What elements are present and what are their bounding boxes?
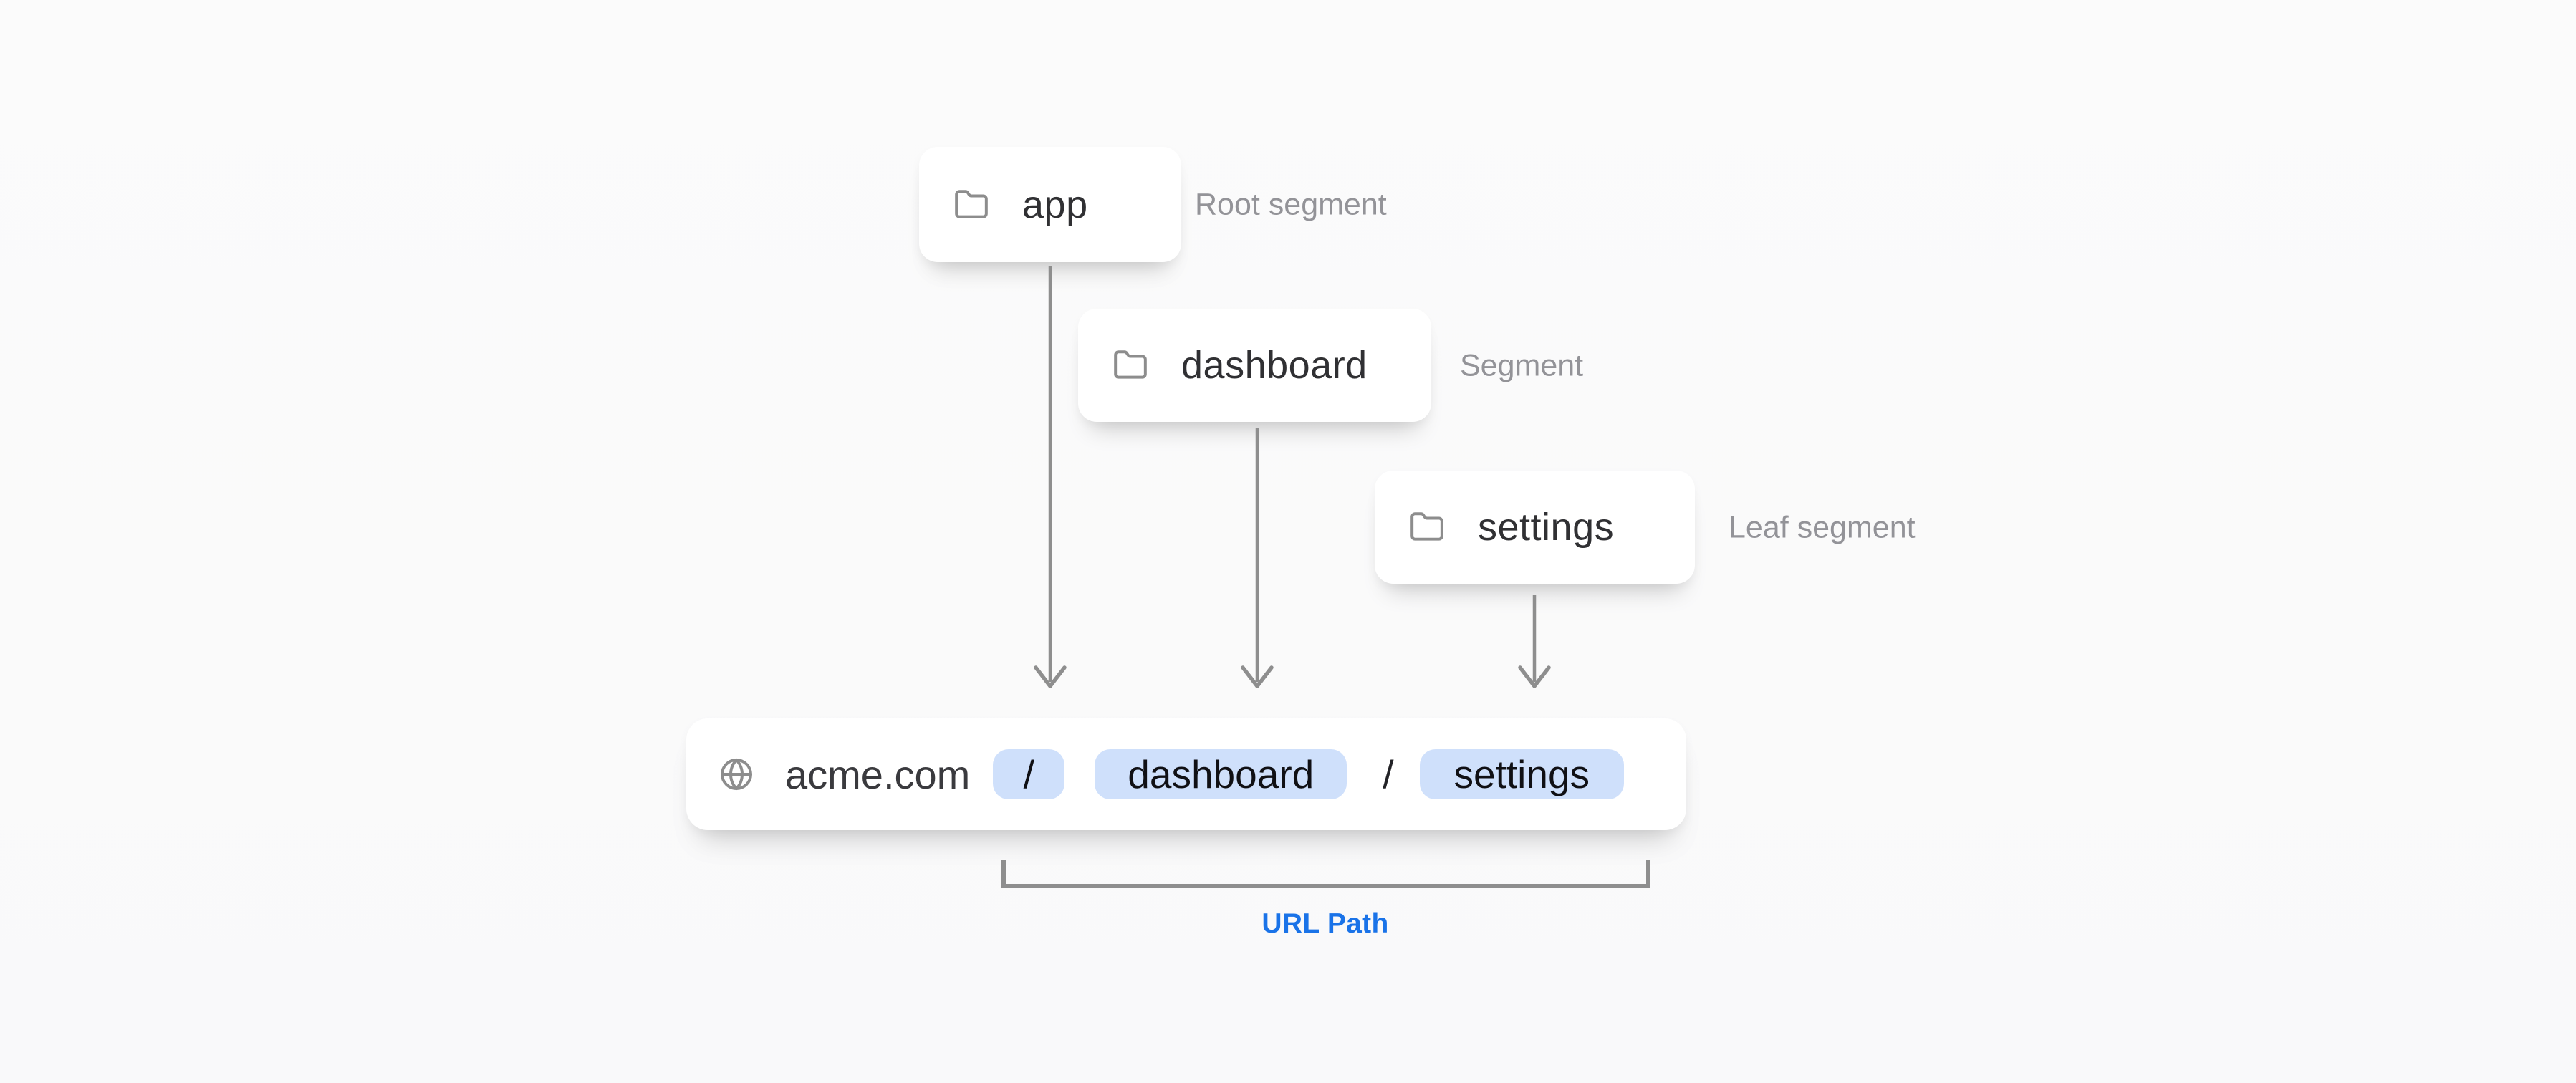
folder-icon xyxy=(955,189,988,218)
arrow-down-icon xyxy=(1241,428,1274,688)
folder-icon xyxy=(1410,512,1443,541)
url-separator-slash: / xyxy=(1383,752,1394,796)
folder-card-dashboard: dashboard xyxy=(1078,309,1431,422)
url-segment-chip-dashboard: dashboard xyxy=(1095,749,1347,799)
annotation-segment: Segment xyxy=(1460,348,1584,383)
segment-card-label-settings: settings xyxy=(1478,506,1615,549)
segment-card-label-app: app xyxy=(1022,183,1088,226)
annotation-leaf-segment: Leaf segment xyxy=(1729,510,1916,545)
globe-icon xyxy=(721,759,752,790)
url-segment-chip-settings: settings xyxy=(1419,749,1625,799)
folder-card-settings: settings xyxy=(1375,471,1695,584)
url-path-label: URL Path xyxy=(1261,908,1389,939)
folder-card-app: app xyxy=(919,147,1181,262)
segment-card-label-dashboard: dashboard xyxy=(1181,344,1368,387)
annotation-root-segment: Root segment xyxy=(1195,187,1387,222)
url-bar: acme.com / dashboard / settings xyxy=(686,718,1686,830)
url-segment-chip-slash: / xyxy=(993,749,1065,799)
arrow-down-icon xyxy=(1034,266,1067,688)
url-path-bracket xyxy=(1001,860,1650,888)
folder-icon xyxy=(1114,350,1147,379)
arrow-down-icon xyxy=(1518,595,1551,688)
url-domain: acme.com xyxy=(785,751,971,797)
